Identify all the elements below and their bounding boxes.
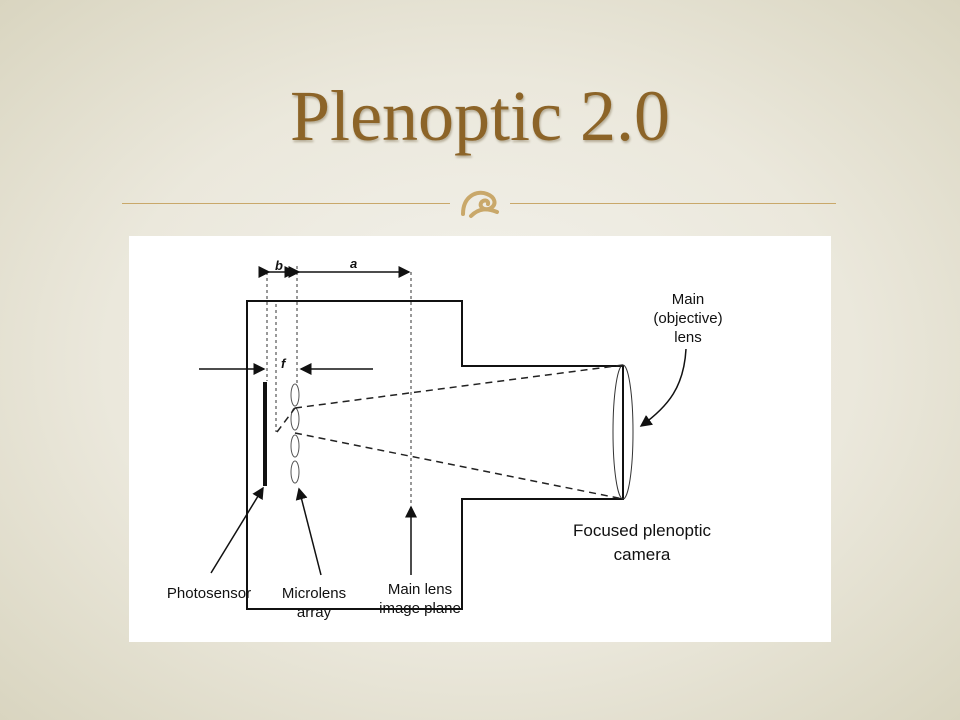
main-lens-callout-arrow: [639, 348, 687, 427]
photosensor-callout-arrow: [210, 486, 264, 574]
guide-lines: [266, 266, 412, 506]
title-rule-left: [122, 203, 450, 204]
fleuron-ornament-icon: [461, 190, 499, 218]
label-a: a: [350, 256, 358, 271]
label-image-plane: Main lens image plane: [379, 581, 461, 617]
title-rule-right: [510, 203, 836, 204]
label-main-lens: Main (objective) lens: [653, 291, 723, 346]
label-photosensor: Photosensor: [166, 585, 252, 602]
light-rays: [276, 364, 624, 500]
label-b: b: [275, 258, 283, 273]
label-microlens-array: Microlens array: [281, 585, 347, 621]
label-f: f: [281, 356, 286, 371]
slide-title: Plenoptic 2.0: [290, 76, 670, 156]
label-focused-camera: Focused plenoptic camera: [573, 521, 711, 564]
camera-diagram-drawing: [199, 266, 687, 610]
camera-diagram: b a f Main (objective) lens Focused plen…: [129, 236, 831, 642]
microlens-callout-arrow: [295, 487, 322, 576]
